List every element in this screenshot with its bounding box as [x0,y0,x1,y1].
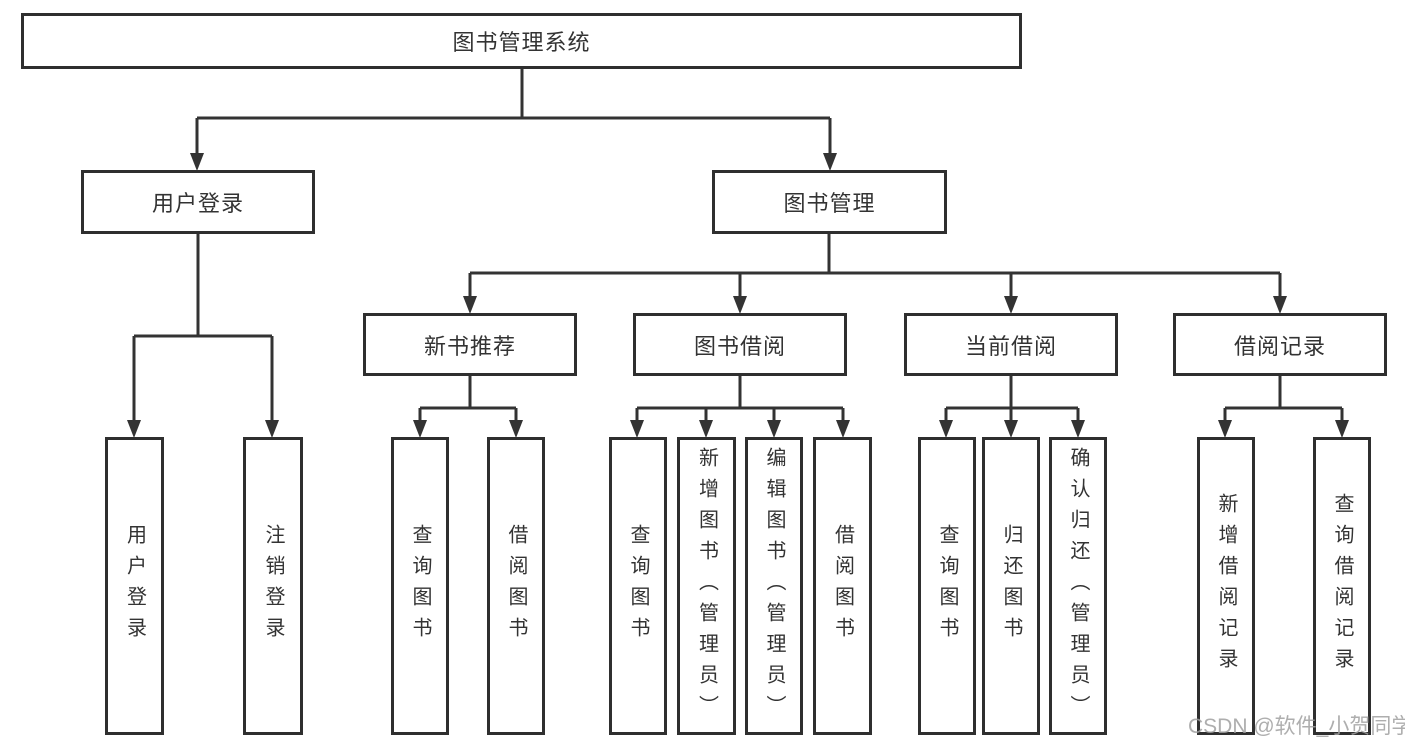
leaf-borrow-book-1: 借阅图书 [487,437,545,735]
node-current-borrow: 当前借阅 [904,313,1118,376]
node-label: 编辑图书（管理员） [763,446,785,726]
leaf-edit-book-admin: 编辑图书（管理员） [745,437,803,735]
node-label: 新增图书（管理员） [695,446,718,726]
leaf-user-login: 用户登录 [105,437,164,735]
node-label: 新增借阅记录 [1215,493,1237,679]
node-book-borrow: 图书借阅 [633,313,847,376]
node-label: 借阅记录 [1233,333,1326,359]
leaf-return-book: 归还图书 [982,437,1040,735]
leaf-query-book-1: 查询图书 [391,437,449,735]
node-book-management: 图书管理 [712,170,947,234]
node-label: 图书管理系统 [452,30,591,55]
node-label: 归还图书 [1000,524,1022,648]
leaf-query-book-2: 查询图书 [609,437,667,735]
csdn-watermark: CSDN @软件_小贺同学 [1188,715,1405,738]
node-label: 图书借阅 [693,333,786,359]
node-label: 用户登录 [123,524,146,648]
node-label: 注销登录 [262,524,284,648]
leaf-logout: 注销登录 [243,437,303,735]
node-label: 查询图书 [627,524,649,648]
node-label: 借阅图书 [831,524,854,648]
leaf-query-borrow-record: 查询借阅记录 [1313,437,1371,735]
node-label: 当前借阅 [964,333,1057,359]
node-label: 新书推荐 [423,333,516,359]
node-label: 图书管理 [783,191,876,216]
node-label: 查询图书 [409,524,431,648]
node-library-management-system: 图书管理系统 [21,13,1022,69]
leaf-borrow-book-2: 借阅图书 [813,437,872,735]
leaf-confirm-return-admin: 确认归还（管理员） [1049,437,1107,735]
node-label: 确认归还（管理员） [1067,446,1089,726]
node-user-login: 用户登录 [81,170,315,234]
node-borrow-record: 借阅记录 [1173,313,1387,376]
node-new-book-recommend: 新书推荐 [363,313,577,376]
node-label: 借阅图书 [505,524,527,648]
leaf-add-book-admin: 新增图书（管理员） [677,437,736,735]
leaf-query-book-3: 查询图书 [918,437,976,735]
node-label: 查询图书 [936,524,958,648]
leaf-add-borrow-record: 新增借阅记录 [1197,437,1255,735]
node-label: 查询借阅记录 [1331,493,1353,679]
node-label: 用户登录 [151,191,244,216]
